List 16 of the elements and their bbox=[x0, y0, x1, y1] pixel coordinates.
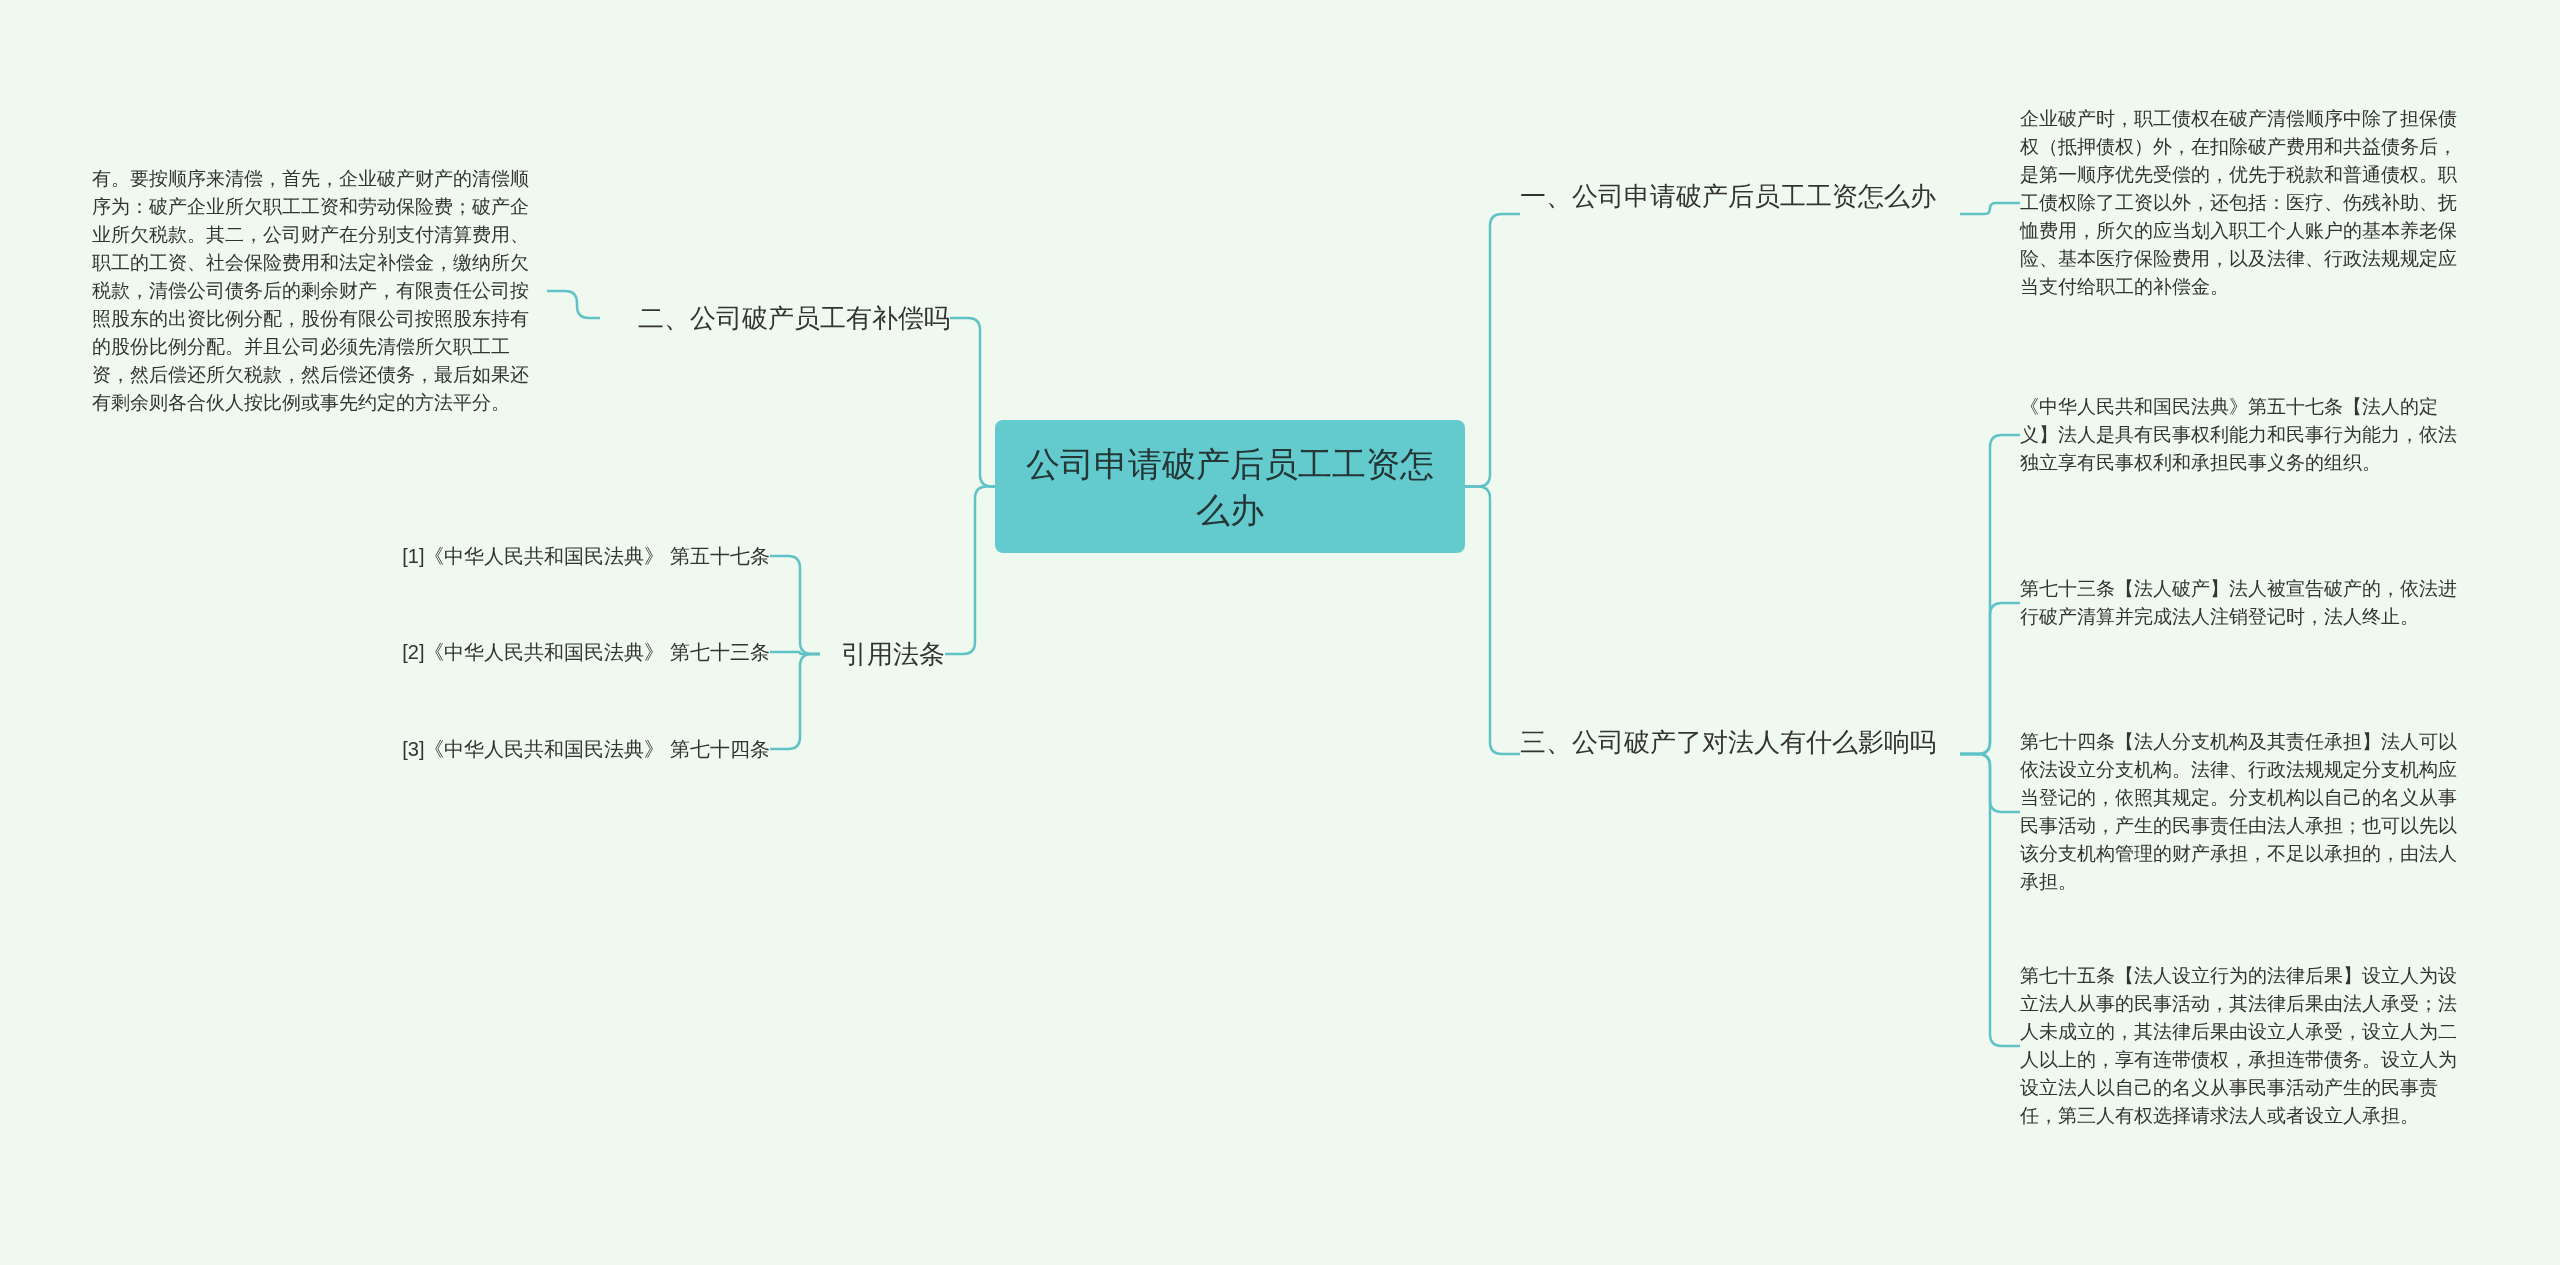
branch-topic: 引用法条 bbox=[820, 636, 945, 672]
detail-text: 第七十三条【法人破产】法人被宣告破产的，依法进行破产清算并完成法人注销登记时，法人终止。 bbox=[2020, 575, 2470, 631]
connector-line bbox=[547, 289, 600, 320]
branch-topic: 三、公司破产了对法人有什么影响吗 bbox=[1520, 724, 1960, 760]
connector-line bbox=[1960, 201, 2020, 216]
branch-topic: 一、公司申请破产后员工工资怎么办 bbox=[1520, 178, 1960, 214]
detail-text: 有。要按顺序来清偿，首先，企业破产财产的清偿顺序为：破产企业所欠职工工资和劳动保险费；破产企业所欠税款。其二，公司财产在分别支付清算费用、职工的工资、社会保险费用和法定补偿金，缴纳所欠税款，清偿公司债务后的剩余财产，有限责任公司按照股东的出资比例分配，股份有限公司按照股东持有的股份比例分配。并且公司必须先清偿所欠职工工资，然后偿还所欠税款，然后偿还债务，最后如果还有剩余则各合伙人按比例或事先约定的方法平分。 bbox=[92, 165, 547, 417]
detail-text: 《中华人民共和国民法典》第五十七条【法人的定义】法人是具有民事权利能力和民事行为能力，依法独立享有民事权利和承担民事义务的组织。 bbox=[2020, 393, 2470, 477]
citation-text: [1]《中华人民共和国民法典》 第五十七条 bbox=[340, 542, 770, 570]
citation-text: [2]《中华人民共和国民法典》 第七十三条 bbox=[340, 638, 770, 666]
citation-text: [3]《中华人民共和国民法典》 第七十四条 bbox=[340, 735, 770, 763]
branch-topic: 二、公司破产员工有补偿吗 bbox=[600, 300, 950, 336]
detail-text: 第七十五条【法人设立行为的法律后果】设立人为设立法人从事的民事活动，其法律后果由法人承受；法人未成立的，其法律后果由设立人承受，设立人为二人以上的，享有连带债权，承担连带债务。设立人为设立法人以自己的名义从事民事活动产生的民事责任，第三人有权选择请求法人或者设立人承担。 bbox=[2020, 962, 2470, 1130]
detail-text: 企业破产时，职工债权在破产清偿顺序中除了担保债权（抵押债权）外，在扣除破产费用和共益债务后，是第一顺序优先受偿的，优先于税款和普通债权。职工债权除了工资以外，还包括：医疗、伤残补助、抚恤费用，所欠的应当划入职工个人账户的基本养老保险、基本医疗保险费用，以及法律、行政法规规定应当支付给职工的补偿金。 bbox=[2020, 105, 2470, 301]
detail-text: 第七十四条【法人分支机构及其责任承担】法人可以依法设立分支机构。法律、行政法规规定分支机构应当登记的，依照其规定。分支机构以自己的名义从事民事活动，产生的民事责任由法人承担；也可以先以该分支机构管理的财产承担，不足以承担的，由法人承担。 bbox=[2020, 728, 2470, 896]
root-topic-box: 公司申请破产后员工工资怎么办 bbox=[995, 420, 1465, 553]
